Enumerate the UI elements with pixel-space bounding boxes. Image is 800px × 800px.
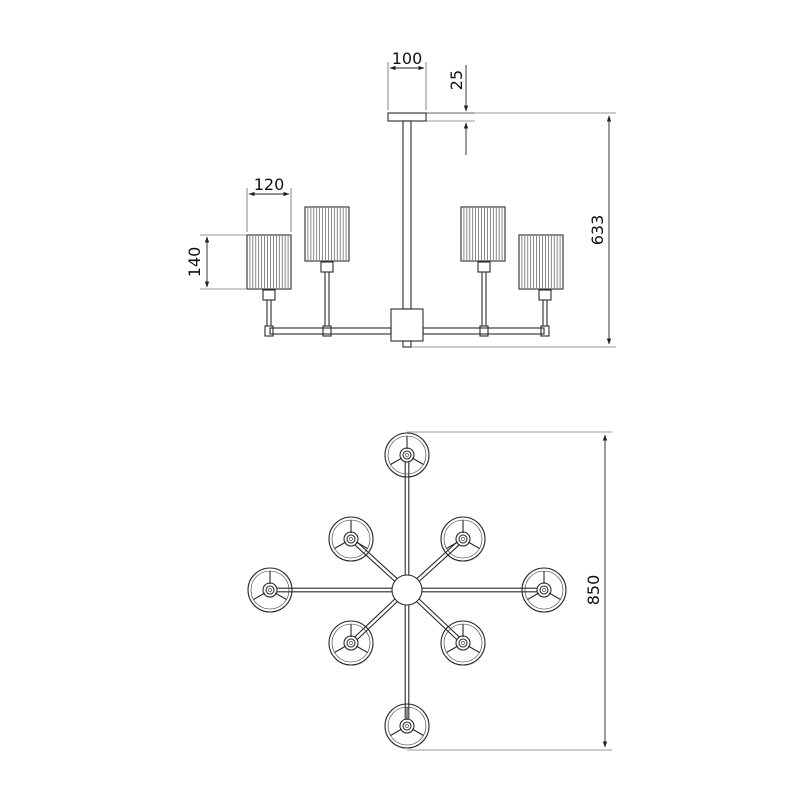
front-dimensions: 100 25 633 120 140 (185, 49, 616, 348)
lamps-top (247, 432, 567, 749)
dim-shade-height: 140 (185, 247, 204, 278)
arm-joints (264, 325, 550, 337)
lamp-shade (246, 234, 292, 290)
arms-front (269, 327, 545, 335)
arm-line (356, 601, 398, 640)
dim-canopy-height: 25 (447, 70, 466, 90)
arm-line (416, 601, 458, 640)
lamp-top (328, 516, 374, 562)
lamp-top (521, 567, 567, 613)
lamp-top (247, 567, 293, 613)
lamp-shade (518, 234, 564, 290)
arm-line (418, 598, 460, 638)
arm-line (418, 544, 460, 582)
arm-line (354, 544, 396, 582)
lamp-stems (266, 272, 548, 326)
lamp-shades (246, 206, 564, 290)
arms-top (277, 462, 537, 719)
lamp-top (440, 516, 486, 562)
dim-total-diameter: 850 (584, 575, 603, 606)
lamp-top (440, 620, 486, 666)
front-view (246, 112, 564, 348)
dim-canopy-width: 100 (392, 49, 423, 68)
lamp-top (384, 432, 430, 478)
arm-line (416, 541, 457, 579)
canopy (387, 112, 427, 122)
lamp-holders (262, 261, 552, 301)
lamp-top (328, 620, 374, 666)
suspension-rod (402, 120, 412, 310)
arm-line (354, 598, 396, 638)
center-hub (390, 308, 424, 342)
arm-line (357, 541, 398, 579)
top-view (247, 432, 567, 749)
top-dimensions: 850 (407, 431, 612, 751)
lamp-shade (460, 206, 506, 262)
center-hub-top (391, 574, 423, 606)
dim-total-height: 633 (588, 215, 607, 246)
lamp-top (384, 703, 430, 749)
hub-finial (402, 340, 412, 348)
dim-shade-width: 120 (254, 175, 285, 194)
lamp-shade (304, 206, 350, 262)
